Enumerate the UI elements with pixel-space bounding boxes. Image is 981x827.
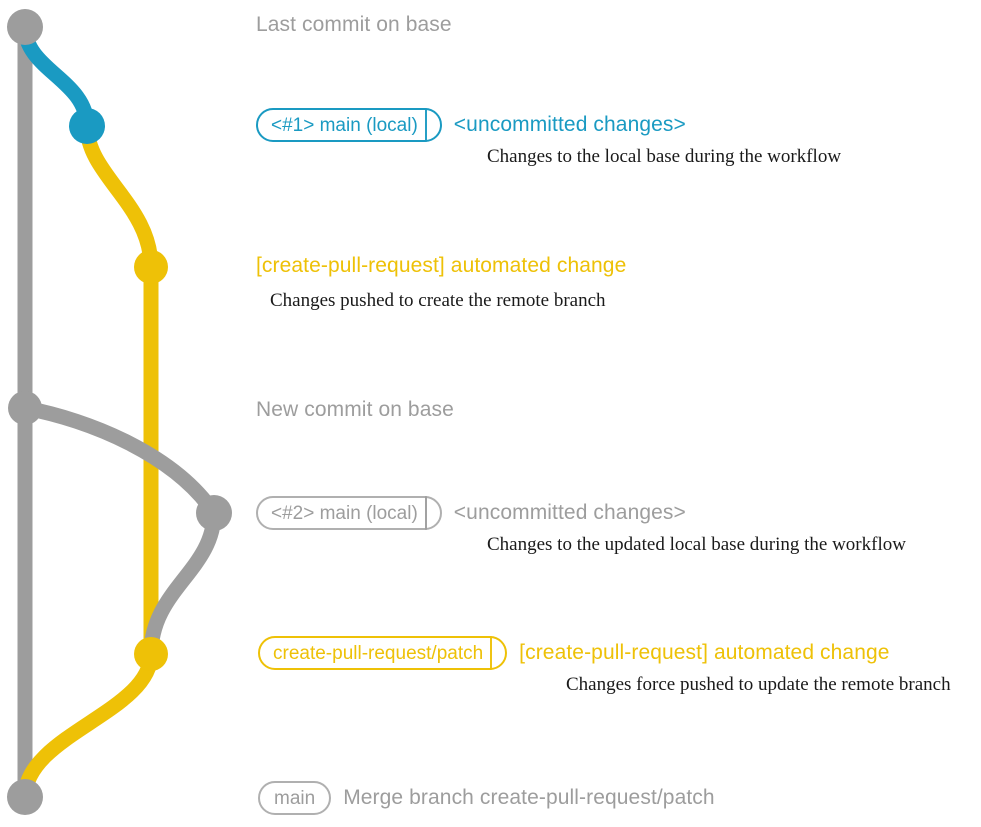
- note-local-2-wrap: Changes to the updated local base during…: [487, 533, 906, 556]
- commit-node-base-last: [7, 9, 43, 45]
- commit-subject-local-2: <uncommitted changes>: [453, 501, 686, 524]
- commit-node-local-2: [196, 495, 232, 531]
- entry-new-commit-on-base: New commit on base: [256, 397, 454, 423]
- edge-patch2-to-merge: [17, 646, 159, 805]
- commit-node-base-new: [8, 391, 42, 425]
- commit-node-patch-2: [134, 637, 168, 671]
- commit-note-patch-created: Changes pushed to create the remote bran…: [270, 290, 606, 311]
- note-local-1-wrap: Changes to the local base during the wor…: [487, 145, 841, 168]
- entry-local-2: <#2> main (local) <uncommitted changes>: [256, 496, 686, 530]
- commit-subject-patch-updated: [create-pull-request] automated change: [519, 641, 890, 664]
- ref-badge-local-1[interactable]: <#1> main (local): [256, 108, 442, 142]
- note-patch-created-wrap: Changes pushed to create the remote bran…: [270, 289, 606, 312]
- entry-local-1: <#1> main (local) <uncommitted changes>: [256, 108, 686, 142]
- commit-note-local-1: Changes to the local base during the wor…: [487, 146, 842, 167]
- commit-node-merge: [7, 779, 43, 815]
- edge-local2-to-patch2: [143, 505, 222, 662]
- commit-node-local-1: [69, 108, 105, 144]
- commit-subject-patch-created: [create-pull-request] automated change: [256, 254, 627, 277]
- commit-subject-local-1: <uncommitted changes>: [453, 113, 686, 136]
- commit-node-patch-1: [134, 250, 168, 284]
- last-commit-heading: Last commit on base: [256, 13, 452, 36]
- commit-subject-merge: Merge branch create-pull-request/patch: [343, 786, 715, 809]
- commit-note-local-2: Changes to the updated local base during…: [487, 534, 906, 555]
- new-commit-heading: New commit on base: [256, 398, 454, 421]
- entry-last-commit-on-base: Last commit on base: [256, 12, 452, 38]
- ref-badge-local-2[interactable]: <#2> main (local): [256, 496, 442, 530]
- entry-merge: main Merge branch create-pull-request/pa…: [258, 781, 715, 815]
- entry-patch-updated: create-pull-request/patch [create-pull-r…: [258, 636, 890, 670]
- ref-badge-main[interactable]: main: [258, 781, 332, 815]
- edge-basenew-to-local2: [17, 400, 222, 521]
- ref-badge-patch-branch[interactable]: create-pull-request/patch: [258, 636, 508, 670]
- note-patch-updated-wrap: Changes force pushed to update the remot…: [566, 673, 951, 696]
- commit-note-patch-updated: Changes force pushed to update the remot…: [566, 674, 951, 695]
- entry-patch-created: [create-pull-request] automated change: [256, 253, 626, 279]
